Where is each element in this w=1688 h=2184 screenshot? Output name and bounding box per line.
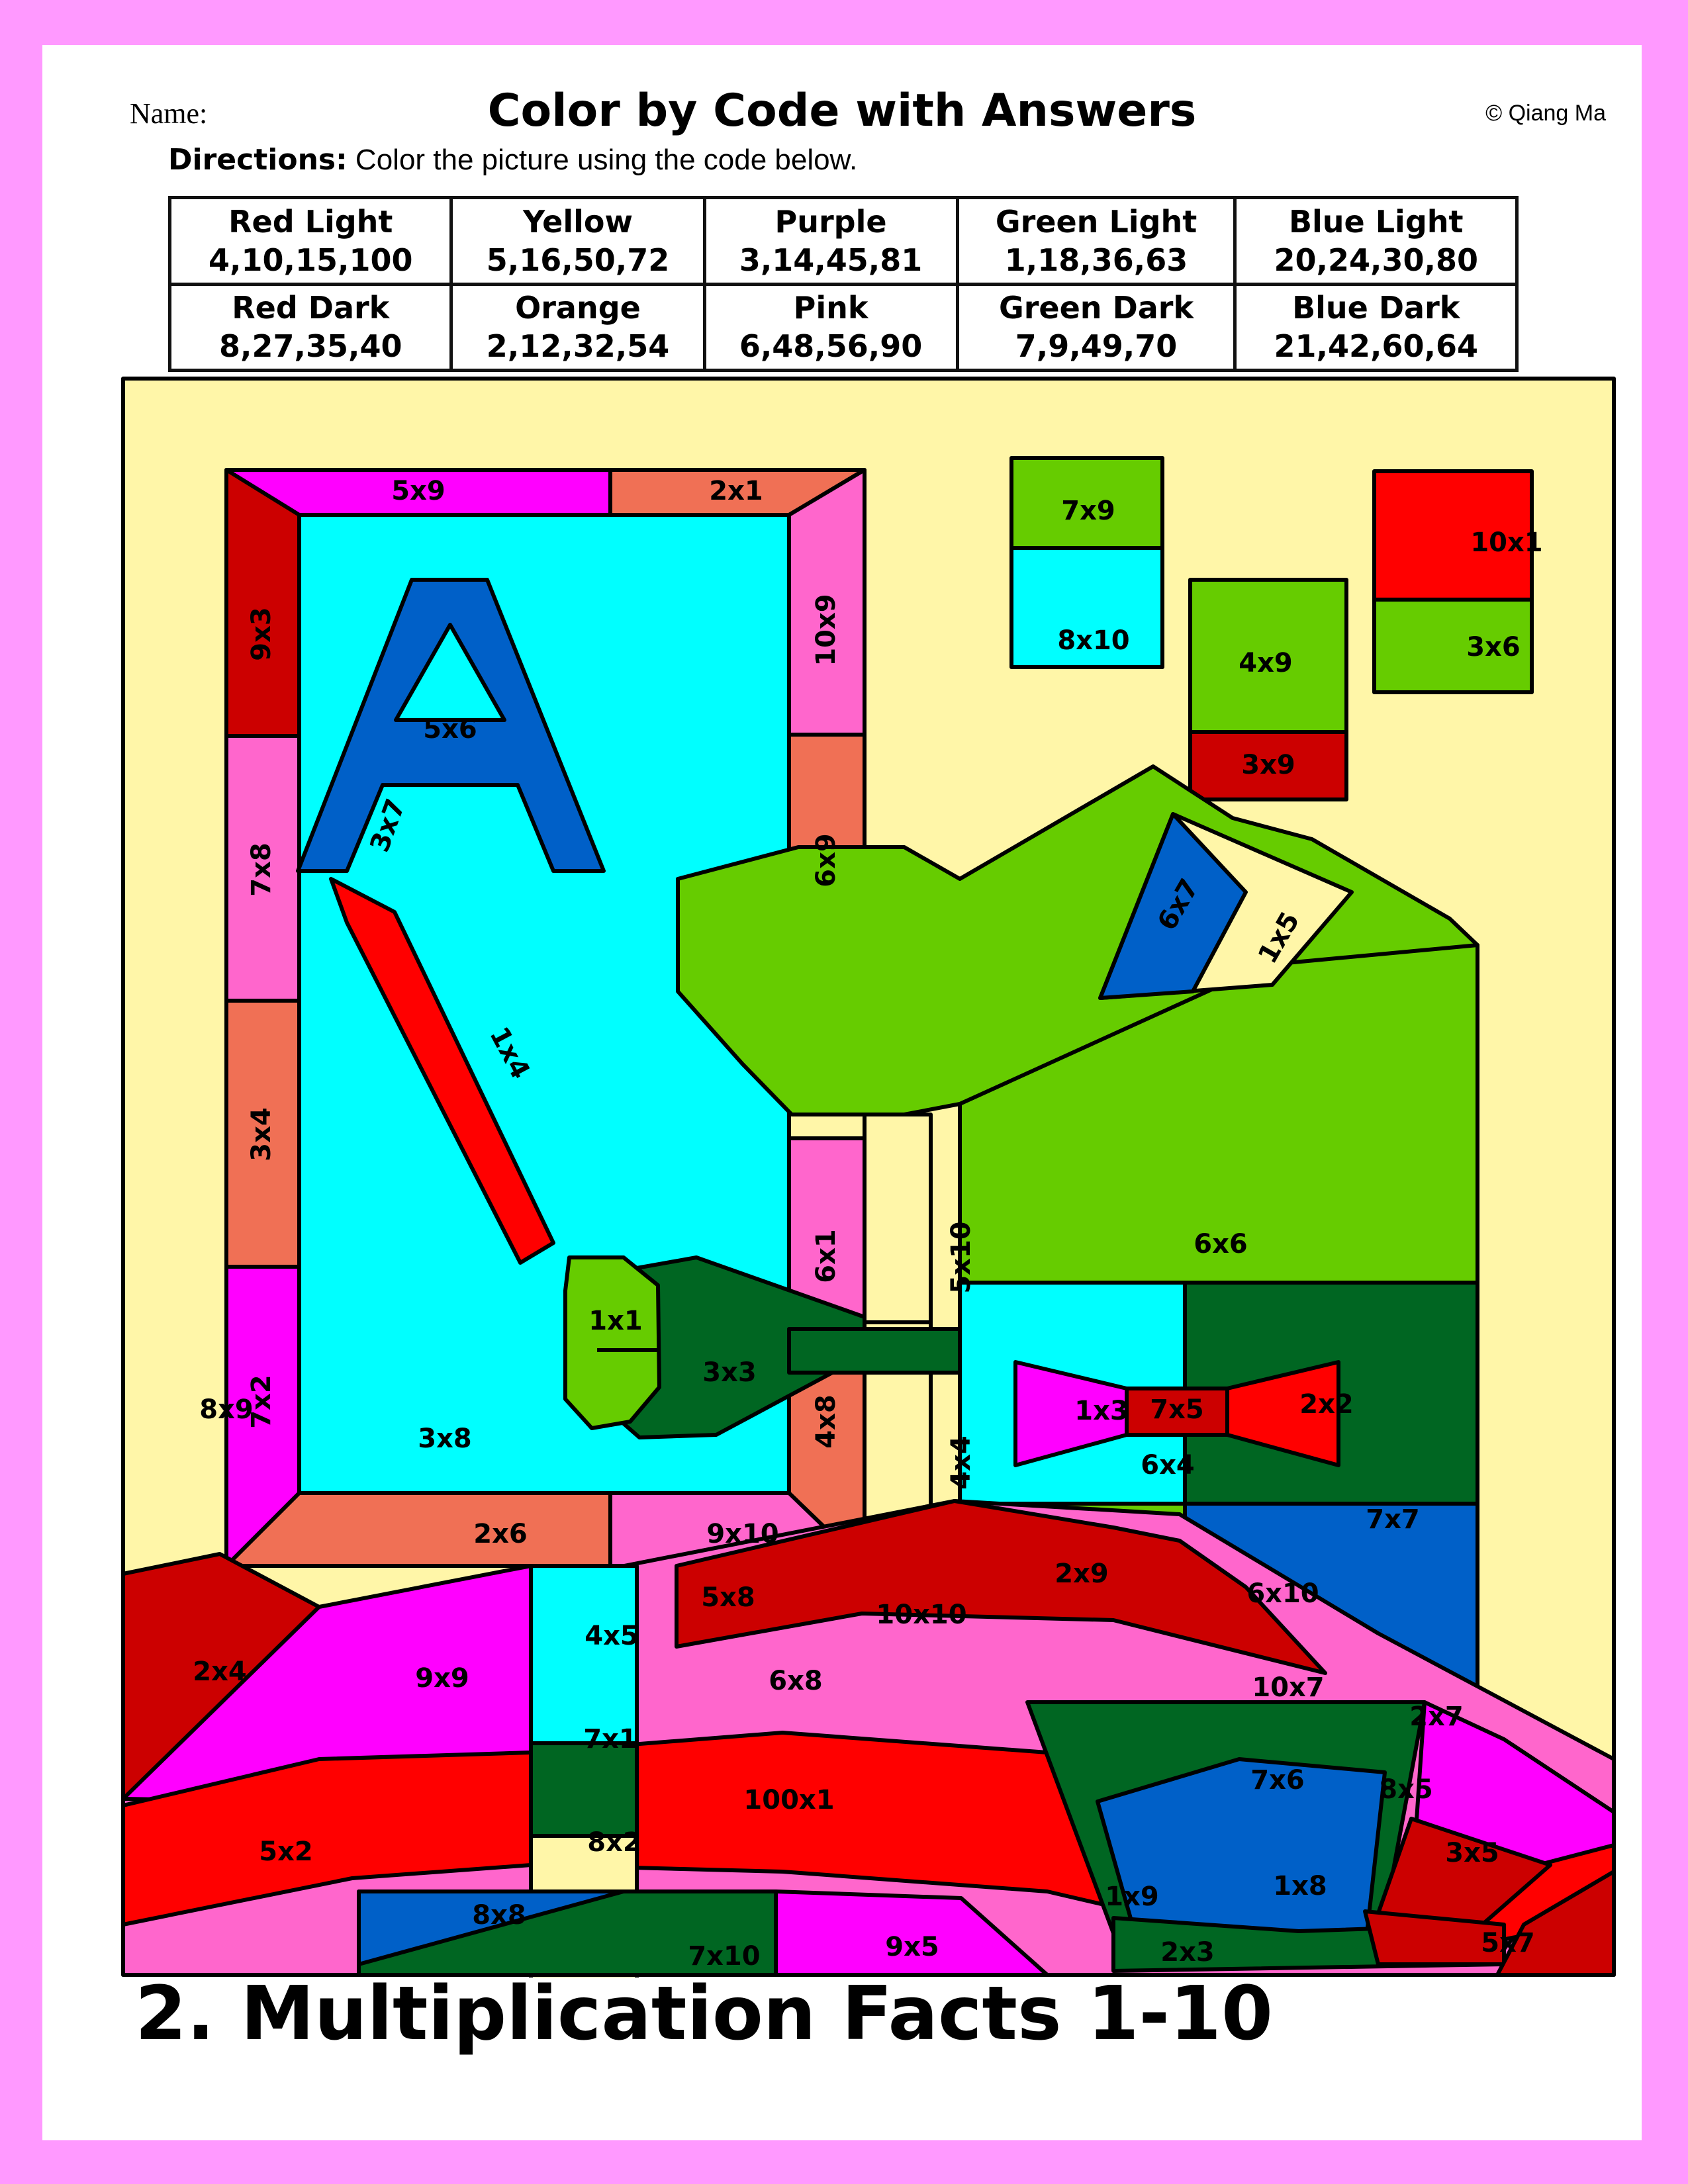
rect-blue-region (357, 1889, 626, 1966)
directions-label: Directions: (168, 143, 348, 177)
label: 1x3 (1074, 1396, 1128, 1426)
label: 4x4 (946, 1435, 976, 1489)
wave-dark-region (675, 1499, 1327, 1675)
handle-bar-region (787, 1327, 962, 1375)
label: 5x2 (259, 1837, 312, 1867)
box3-bottom-region (1372, 598, 1534, 694)
worksheet: Name: Color by Code with Answers © Qiang… (42, 45, 1642, 2140)
label: 5x10 (946, 1221, 976, 1293)
label: 6x8 (769, 1666, 822, 1696)
label: 7x2 (246, 1375, 277, 1428)
label: 2x3 (1160, 1937, 1214, 1968)
label: 4x9 (1239, 648, 1292, 678)
eye-region (1098, 812, 1248, 1000)
label: 8x2 (587, 1827, 641, 1858)
label: 9x5 (885, 1932, 939, 1962)
label: 6x4 (1141, 1450, 1194, 1480)
label: 9x10 (706, 1519, 778, 1549)
label: 8x8 (472, 1900, 526, 1931)
stick-top-region (863, 1113, 933, 1324)
frame-left-3-region (224, 999, 301, 1269)
bottom-purple-region (774, 1889, 1049, 1977)
box2-bottom-region (1188, 730, 1348, 801)
label: 10x7 (1252, 1672, 1324, 1703)
label: 5x6 (423, 714, 477, 745)
label: 6x10 (1246, 1578, 1319, 1609)
post-mid-region (529, 1741, 639, 1838)
label: 9x9 (415, 1663, 469, 1694)
frame-left-top-region (224, 468, 301, 738)
frame-left-2-region (224, 734, 301, 1003)
label: 3x5 (1445, 1838, 1499, 1868)
label: 3x4 (246, 1107, 277, 1161)
label: 2x9 (1055, 1559, 1108, 1589)
head-region (676, 764, 1479, 1116)
label: 1x1 (588, 1306, 642, 1336)
corner-dark-region (1495, 1870, 1616, 1977)
label: 4x5 (585, 1621, 638, 1651)
directions: Directions: Color the picture using the … (168, 143, 857, 177)
label: 3x8 (418, 1424, 471, 1454)
page-title: Color by Code with Answers (487, 85, 1197, 137)
box1-top-region (1009, 456, 1164, 550)
label: 1x9 (1105, 1882, 1158, 1912)
bow-right-region (1225, 1360, 1340, 1467)
label: 7x9 (1061, 496, 1115, 526)
sword-blade-region (329, 877, 555, 1265)
label: 7x6 (1250, 1765, 1304, 1796)
label: 2x6 (473, 1519, 527, 1549)
color-by-code-picture: 5x9 2x1 9x3 7x8 3x4 7x2 10x9 6x9 6x1 4x8… (121, 377, 1616, 1978)
copyright: © Qiang Ma (1485, 101, 1606, 126)
label: 8x10 (1057, 625, 1129, 656)
label: 5x8 (701, 1582, 755, 1613)
name-label: Name: (130, 97, 208, 130)
label: 8x9 (199, 1394, 253, 1425)
label: 7x8 (246, 842, 277, 896)
label: 10x10 (876, 1600, 966, 1630)
label: 6x6 (1194, 1229, 1247, 1259)
label: 6x9 (811, 833, 841, 887)
label: 10x1 (1470, 527, 1542, 558)
label: 4x8 (811, 1394, 841, 1448)
label: 3x9 (1241, 750, 1295, 780)
label: 7x5 (1150, 1394, 1203, 1425)
label: 2x2 (1299, 1389, 1353, 1420)
label: 100x1 (743, 1785, 834, 1815)
box1-bottom-region (1009, 546, 1164, 669)
label: 3x3 (702, 1357, 756, 1388)
label: 2x1 (709, 476, 763, 506)
label: 3x6 (1466, 632, 1520, 662)
directions-text: Color the picture using the code below. (355, 144, 858, 176)
label: 5x9 (391, 476, 445, 506)
label: 7x7 (1366, 1504, 1419, 1535)
sword-guard-region (563, 1255, 661, 1430)
worksheet-title: 2. Multiplication Facts 1-10 (135, 1971, 1273, 2057)
label: 7x10 (688, 1941, 760, 1972)
label: 8x5 (1379, 1774, 1432, 1805)
label: 10x9 (811, 594, 841, 666)
letter-a-hole-region (394, 623, 506, 722)
label: 5x7 (1481, 1928, 1534, 1958)
label: 6x1 (811, 1229, 841, 1283)
label: 9x3 (246, 607, 277, 660)
label: 2x7 (1409, 1702, 1463, 1732)
letter-a-region (296, 578, 606, 873)
label: 2x4 (193, 1657, 246, 1687)
label: 7x1 (583, 1724, 637, 1754)
label: 1x8 (1273, 1871, 1327, 1901)
